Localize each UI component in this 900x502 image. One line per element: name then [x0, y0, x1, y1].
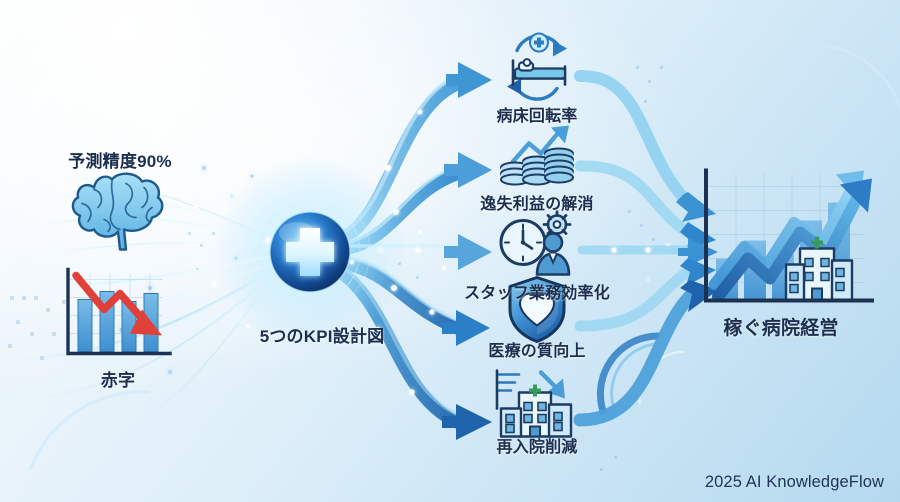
flow-arrow-quality-to-outcome [574, 258, 716, 332]
outcome-label: 稼ぐ病院経営 [723, 318, 839, 339]
declining-chart-icon [46, 264, 178, 373]
medical-cross-sphere-icon [249, 191, 371, 313]
flow-arrow-readmission-to-outcome [573, 280, 718, 427]
kpi-label-lost-profit: 逸失利益の解消 [480, 196, 594, 213]
shield-heart-icon [502, 274, 572, 351]
growth-chart-hospital-icon [682, 163, 878, 328]
input-label-deficit: 赤字 [100, 371, 136, 390]
coins-growth-icon [489, 122, 585, 199]
kpi-label-bed-turnover: 病床回転率 [496, 108, 578, 125]
kpi-label-care-quality: 医療の質向上 [488, 343, 586, 360]
gear-sub-icon [542, 210, 572, 239]
kpi-label-readmission-reduction: 再入院削減 [496, 439, 578, 456]
hub-label: 5つのKPI設計図 [259, 327, 385, 346]
ring-arc-decor [28, 44, 900, 471]
input-label-prediction-accuracy: 予測精度90% [68, 152, 172, 171]
cross-badge [529, 32, 549, 53]
person-sub-icon [535, 232, 571, 276]
footer-watermark: 2025 AI KnowledgeFlow [704, 473, 884, 491]
hospital-decline-icon [485, 369, 589, 448]
hospital-bed-rotation-icon [489, 32, 585, 112]
kpi-label-staff-efficiency: スタッフ業務効率化 [464, 285, 610, 302]
clock-gear-person-icon [487, 209, 587, 288]
brain-icon [64, 164, 180, 261]
